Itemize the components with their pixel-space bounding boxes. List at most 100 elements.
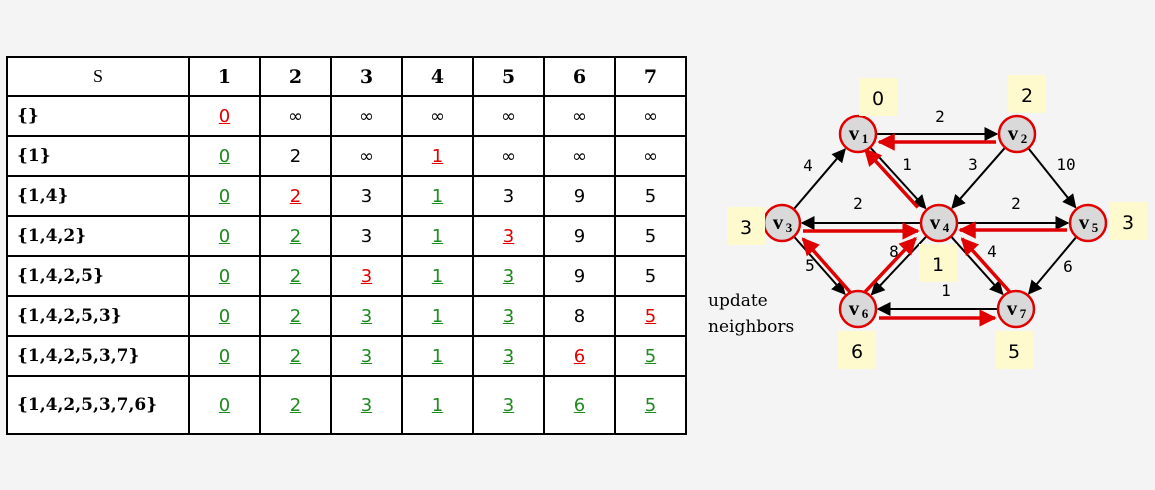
edge-v4-v6: [870, 236, 927, 296]
distance-cell: 0: [188, 95, 261, 137]
distance-box: [838, 331, 876, 369]
distance-value: ∞: [501, 105, 516, 127]
distance-cell: ∞: [614, 135, 687, 177]
node-subscript: 1: [862, 131, 869, 146]
column-header: 6: [543, 56, 616, 97]
set-cell: {1}: [6, 135, 190, 177]
distance-value: 2: [289, 394, 302, 416]
column-header: 2: [259, 56, 332, 97]
set-cell: {1,4,2,5}: [6, 255, 190, 297]
edge-v5-v7: [1027, 236, 1077, 295]
path-arrow-v4-v1: [863, 148, 920, 209]
distance-value: ∞: [288, 105, 303, 127]
distance-cell: 1: [401, 255, 474, 297]
distance-cell: 5: [614, 335, 687, 377]
distance-cell: 6: [543, 335, 616, 377]
edge-weight-label: 2: [853, 194, 863, 213]
column-header: 3: [330, 56, 403, 97]
set-cell: {1,4,2,5,3,7}: [6, 335, 190, 377]
distance-value: ∞: [430, 105, 445, 127]
node-letter: v: [849, 121, 860, 145]
edge-weight-label: 2: [935, 107, 945, 126]
path-arrow-v7-v4: [960, 237, 1013, 295]
distance-cell: 3: [472, 335, 545, 377]
distance-cell: 3: [472, 175, 545, 217]
edge-weight-label: 4: [803, 156, 813, 175]
distance-box: [1008, 75, 1046, 113]
distance-value: 2: [289, 185, 302, 207]
distance-cell: 1: [401, 135, 474, 177]
node-subscript: 4: [943, 220, 950, 235]
distance-cell: ∞: [401, 95, 474, 137]
distance-value: 9: [573, 265, 586, 287]
distance-cell: 2: [259, 335, 332, 377]
distance-value: 1: [431, 185, 444, 207]
path-arrow-v6-v4: [862, 237, 917, 295]
distance-cell: ∞: [472, 135, 545, 177]
distance-label-v2: 2: [1008, 75, 1046, 113]
edge-weight-label: 3: [968, 155, 978, 174]
node-circle: [1068, 203, 1108, 243]
distance-cell: 1: [401, 335, 474, 377]
set-cell: {1,4,2,5,3,7,6}: [6, 375, 190, 435]
node-subscript: 7: [1020, 306, 1027, 321]
distance-label-v1: 0: [859, 78, 897, 116]
distance-cell: 3: [472, 295, 545, 337]
distance-value: 3: [360, 225, 373, 247]
distance-cell: 0: [188, 335, 261, 377]
distance-value: 3: [502, 345, 515, 367]
edge-weight-label: 1: [941, 281, 951, 300]
edge-weight-label: 6: [1063, 257, 1073, 276]
distance-cell: 3: [330, 295, 403, 337]
distance-cell: 3: [330, 175, 403, 217]
distance-cell: 2: [259, 375, 332, 435]
distance-value: 3: [360, 305, 373, 327]
distance-value: 0: [218, 145, 231, 167]
distance-value: 3: [360, 265, 373, 287]
distance-value: ∞: [359, 145, 374, 167]
edge-weight-label: 8: [889, 242, 899, 261]
distance-cell: 3: [330, 215, 403, 257]
distance-cell: ∞: [614, 95, 687, 137]
node-subscript: 6: [862, 306, 869, 321]
caption-neighbors: neighbors: [708, 317, 794, 337]
distance-value: 3: [502, 225, 515, 247]
distance-value: 3: [502, 265, 515, 287]
distance-value: 5: [644, 185, 657, 207]
distance-text: 6: [851, 341, 863, 363]
edge-weight-label: 10: [1056, 155, 1075, 174]
distance-cell: 3: [472, 255, 545, 297]
set-column-header: S: [6, 56, 190, 97]
distance-box: [995, 331, 1033, 369]
distance-value: 0: [218, 185, 231, 207]
distance-box: [727, 207, 765, 245]
distance-cell: 0: [188, 375, 261, 435]
distance-cell: 3: [472, 375, 545, 435]
node-circle: [838, 114, 878, 154]
distance-cell: 2: [259, 215, 332, 257]
distance-value: 3: [502, 305, 515, 327]
distance-value: 3: [360, 345, 373, 367]
node-letter: v: [1079, 210, 1090, 234]
column-header: 4: [401, 56, 474, 97]
node-circle: [997, 114, 1037, 154]
edge-v4-v7: [950, 236, 1004, 296]
distance-value: 2: [289, 305, 302, 327]
distance-cell: ∞: [330, 95, 403, 137]
path-arrows-layer: [801, 133, 1067, 327]
distance-value: 5: [644, 345, 657, 367]
